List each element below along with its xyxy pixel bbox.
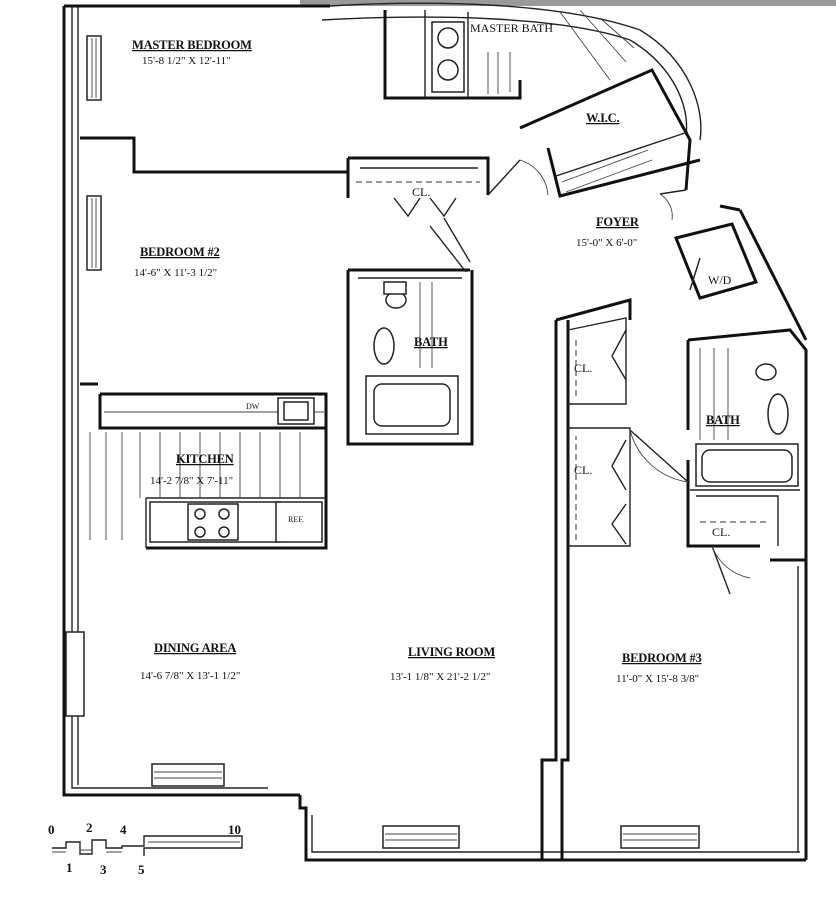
dining-dims: 14'-6 7/8" X 13'-1 1/2" — [140, 670, 240, 682]
windows — [65, 35, 700, 849]
scale-tick-4: 4 — [120, 822, 127, 837]
scale-tick-10: 10 — [228, 822, 241, 837]
living-name: LIVING ROOM — [408, 645, 495, 659]
scale-bar: 0 2 4 10 1 3 5 — [48, 820, 243, 877]
wic-name: W.I.C. — [586, 111, 619, 125]
fixtures — [89, 9, 799, 543]
scale-tick-5: 5 — [138, 862, 145, 877]
dishwasher-label: DW — [246, 402, 260, 411]
closet-label-lower: CL. — [574, 463, 592, 477]
bedroom2-dims: 14'-6" X 11'-3 1/2" — [134, 267, 217, 279]
foyer-name: FOYER — [596, 215, 640, 229]
closet-label-bedroom3: CL. — [712, 525, 730, 539]
master-bedroom-dims: 15'-8 1/2" X 12'-11" — [142, 55, 231, 67]
kitchen-dims: 14'-2 7/8" X 7'-11" — [150, 475, 233, 487]
bath1-name: BATH — [414, 335, 448, 349]
interior-walls — [80, 10, 808, 860]
foyer-dims: 15'-0" X 6'-0" — [576, 237, 637, 249]
closet-label-bedroom2: CL. — [412, 185, 430, 199]
washer-dryer-label: W/D — [708, 273, 732, 287]
doors — [393, 159, 751, 595]
scan-edge — [300, 0, 836, 6]
scale-tick-3: 3 — [100, 862, 107, 877]
room-labels: MASTER BEDROOM 15'-8 1/2" X 12'-11" MAST… — [132, 21, 740, 685]
bedroom2-name: BEDROOM #2 — [140, 245, 220, 259]
bedroom3-name: BEDROOM #3 — [622, 651, 702, 665]
refrigerator-label: REF. — [288, 515, 304, 524]
master-bath-name: MASTER BATH — [470, 21, 553, 35]
bath2-name: BATH — [706, 413, 740, 427]
scale-tick-1: 1 — [66, 860, 73, 875]
scale-tick-0: 0 — [48, 822, 55, 837]
bedroom3-dims: 11'-0" X 15'-8 3/8" — [616, 673, 699, 685]
master-bedroom-name: MASTER BEDROOM — [132, 38, 252, 52]
dining-name: DINING AREA — [154, 641, 236, 655]
scale-tick-2: 2 — [86, 820, 93, 835]
closet-label-upper: CL. — [574, 361, 592, 375]
kitchen-name: KITCHEN — [176, 452, 234, 466]
living-dims: 13'-1 1/8" X 21'-2 1/2" — [390, 671, 490, 683]
